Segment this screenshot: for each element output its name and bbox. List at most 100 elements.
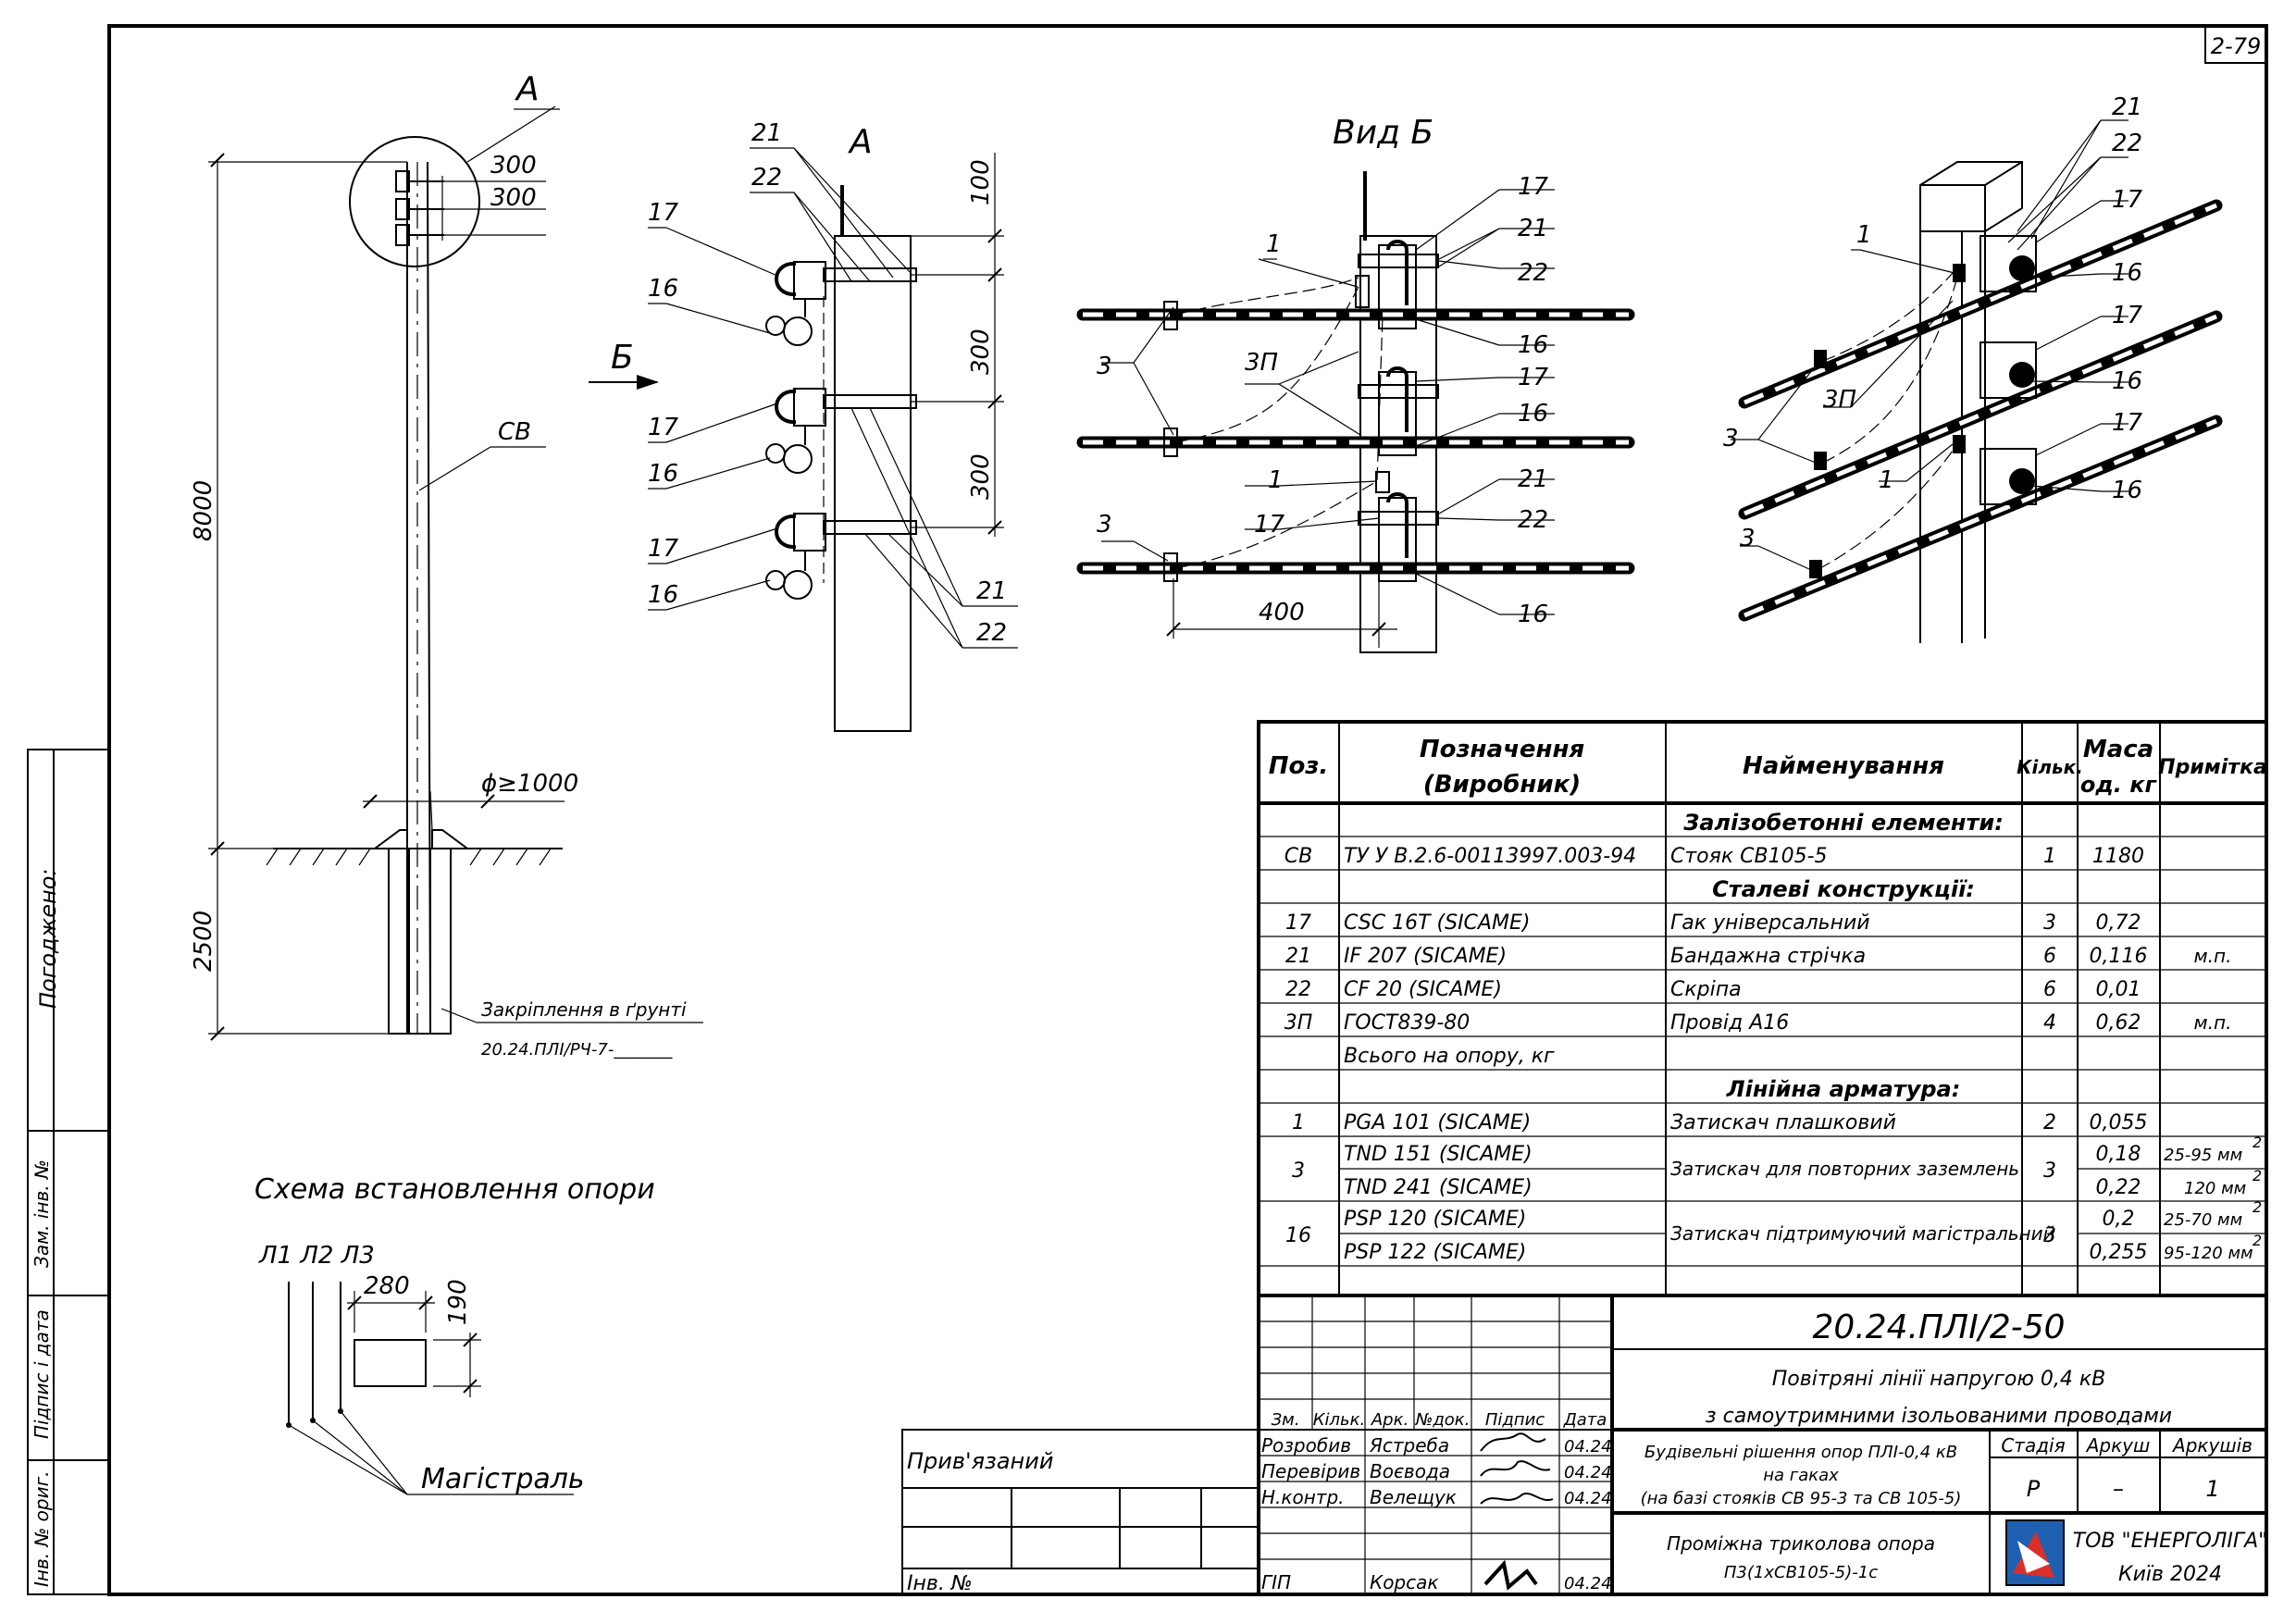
doc-code: 20.24.ПЛІ/2-50 xyxy=(1812,1308,2065,1346)
dim-8000: 8000 xyxy=(190,480,217,541)
cell-note-sup: 2 xyxy=(2253,1232,2262,1249)
label-view-b: Вид Б xyxy=(1333,114,1433,152)
callout-17-b2: 17 xyxy=(1518,364,1549,391)
cell-qty: 6 xyxy=(2043,945,2056,968)
spec-row: 17 CSC 16T (SICAME) Гак універсальний 3 … xyxy=(1285,911,2141,935)
cell-name: Затискач для повторних заземлень xyxy=(1670,1158,2019,1180)
bound-block: Прив'язаний Інв. № xyxy=(901,1429,1260,1595)
sheet-code: 2-79 xyxy=(2211,33,2261,59)
sec-steel: Сталеві конструкції: xyxy=(1712,876,1975,902)
label-sv: СВ xyxy=(498,418,531,446)
cell-pos: 3П xyxy=(1285,1011,1313,1035)
callout-16-a2: 16 xyxy=(648,460,678,488)
cell-mass: 0,116 xyxy=(2090,945,2148,968)
cell-note: 25-70 мм xyxy=(2164,1210,2242,1230)
signature-2 xyxy=(1480,1460,1551,1477)
doc-desc-2: на гаках xyxy=(1763,1466,1839,1485)
hdr-name: Найменування xyxy=(1743,752,1944,780)
cell-pos: 17 xyxy=(1285,911,1311,935)
callout-1-i1: 1 xyxy=(1856,221,1872,249)
side-sign-date: Підпис і дата xyxy=(31,1309,53,1439)
col-pidp: Підпис xyxy=(1485,1410,1545,1430)
role-name: Велещук xyxy=(1370,1486,1457,1508)
scheme-h: 190 xyxy=(444,1279,472,1325)
scheme-main: Магістраль xyxy=(421,1463,585,1495)
callout-22-a-top: 22 xyxy=(751,164,782,192)
sec-line-fittings: Лінійна арматура: xyxy=(1726,1076,1961,1102)
role-row: Перевірив Воєвода 04.24 xyxy=(1261,1460,1612,1482)
cell-mass: 0,255 xyxy=(2090,1241,2148,1264)
label-b-arrow: Б xyxy=(611,339,634,377)
callout-16-b2: 16 xyxy=(1518,400,1548,428)
side-agreed: Погоджено: xyxy=(35,869,61,1009)
cell-pos: СВ xyxy=(1285,845,1312,868)
callout-1-b2: 1 xyxy=(1268,466,1284,494)
isometric-view: 1 21 22 17 16 17 16 17 16 3П 3 1 3 xyxy=(1723,93,2223,643)
callout-17-a2: 17 xyxy=(648,414,679,441)
dim-400: 400 xyxy=(1259,599,1305,626)
cell-qty: 3 xyxy=(2043,1224,2056,1247)
callout-17-i3: 17 xyxy=(2112,409,2143,437)
cell-mass: 0,62 xyxy=(2096,1011,2141,1035)
callout-17-a1: 17 xyxy=(648,199,679,227)
callout-21-i: 21 xyxy=(2112,93,2142,121)
cell-qty: 4 xyxy=(2043,1011,2056,1035)
callout-3-b1: 3 xyxy=(1097,353,1112,380)
callout-17-a3: 17 xyxy=(648,535,679,563)
scheme-w: 280 xyxy=(364,1272,410,1300)
cell-desig: PSP 122 (SICAME) xyxy=(1344,1241,1526,1264)
signature-1 xyxy=(1480,1432,1546,1452)
callout-16-a3: 16 xyxy=(648,581,678,609)
hdr-pos: Поз. xyxy=(1269,752,1329,780)
callout-17-b3: 17 xyxy=(1254,511,1285,539)
cell-desig: PGA 101 (SICAME) xyxy=(1344,1111,1531,1134)
signature-3 xyxy=(1480,1492,1554,1505)
col-kil: Кільк. xyxy=(1313,1410,1366,1430)
cell-qty: 2 xyxy=(2043,1111,2056,1134)
cell-pos: 1 xyxy=(1292,1111,1305,1134)
col-data: Дата xyxy=(1563,1410,1607,1430)
callout-21-a-top: 21 xyxy=(751,119,782,147)
role-date: 04.24 xyxy=(1564,1489,1612,1508)
cell-desig: ГОСТ839-80 xyxy=(1344,1011,1470,1035)
side-inv-repl: Зам. інв. № xyxy=(31,1159,53,1268)
cell-mass: 0,72 xyxy=(2096,911,2141,935)
cell-pos: 16 xyxy=(1285,1224,1311,1247)
callout-22-i: 22 xyxy=(2112,130,2142,157)
cell-qty: 1 xyxy=(2043,845,2056,868)
cell-note: м.п. xyxy=(2194,945,2232,967)
spec-row: 22 CF 20 (SICAME) Скріпа 6 0,01 xyxy=(1285,978,2141,1001)
cell-note: 25-95 мм xyxy=(2164,1146,2242,1165)
inv-label: Інв. № xyxy=(907,1572,973,1595)
spec-row: 1 PGA 101 (SICAME) Затискач плашковий 2 … xyxy=(1292,1111,2147,1134)
cell-note-sup: 2 xyxy=(2253,1134,2262,1151)
title-block: Зм. Кільк. Арк. №док. Підпис Дата Розроб… xyxy=(1257,1294,2268,1596)
cell-desig: CF 20 (SICAME) xyxy=(1344,978,1502,1001)
pole-elevation: А 300 300 8000 2500 ϕ≥1000 СВ Закріпленн… xyxy=(190,70,703,1060)
hdr-qty: Кільк. xyxy=(2017,756,2083,778)
side-inv-orig: Інв. № ориг. xyxy=(31,1471,53,1587)
cell-note: м.п. xyxy=(2194,1011,2232,1034)
callout-21-a-bot: 21 xyxy=(976,577,1007,605)
dim-phi: ϕ≥1000 xyxy=(481,770,578,798)
cell-desig: TND 151 (SICAME) xyxy=(1344,1143,1533,1166)
cell-desig: CSC 16T (SICAME) xyxy=(1344,911,1530,935)
sec-concrete: Залізобетонні елементи: xyxy=(1682,810,2004,836)
doc-title-2: з самоутримними ізольованими проводами xyxy=(1706,1405,2172,1428)
callout-1-b1: 1 xyxy=(1266,230,1282,258)
col-ndok: №док. xyxy=(1415,1410,1471,1430)
signature-4 xyxy=(1483,1559,1538,1591)
spec-table: Поз. Позначення (Виробник) Найменування … xyxy=(1257,720,2268,1297)
role-label: Перевірив xyxy=(1261,1460,1360,1482)
cell-note-sup: 2 xyxy=(2253,1167,2262,1184)
role-name: Воєвода xyxy=(1370,1460,1450,1482)
doc-sub-1: Проміжна триколова опора xyxy=(1667,1532,1935,1555)
cell-name: Затискач плашковий xyxy=(1670,1111,1896,1134)
sheet-value: – xyxy=(2113,1476,2124,1502)
company-city: Київ 2024 xyxy=(2118,1563,2222,1586)
role-label: Н.контр. xyxy=(1261,1486,1345,1508)
callout-22-a-bot: 22 xyxy=(976,619,1007,647)
callout-16-b1: 16 xyxy=(1518,331,1548,359)
callout-22-b1: 22 xyxy=(1518,259,1548,287)
stage-value: Р xyxy=(2027,1476,2041,1502)
